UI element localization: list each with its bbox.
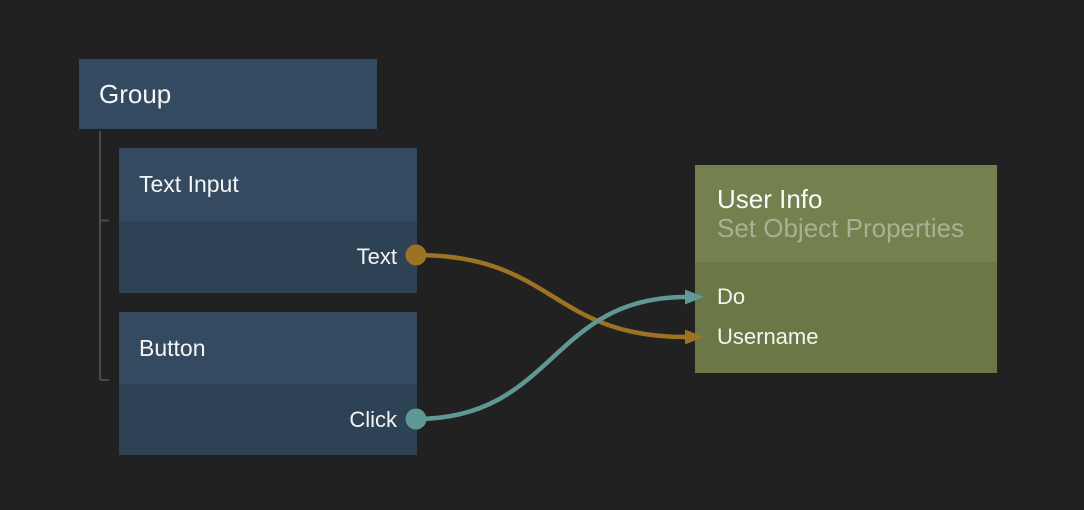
user-info-node-header: User Info Set Object Properties	[695, 165, 997, 262]
hierarchy-connector-line	[99, 131, 109, 381]
user-info-node-body: Do Username	[695, 262, 997, 373]
node-group[interactable]: Group	[79, 59, 377, 129]
do-input-port[interactable]: Do	[695, 277, 997, 317]
text-output-port[interactable]: Text	[119, 221, 417, 293]
button-node-title: Button	[139, 334, 206, 361]
text-input-node-title: Text Input	[139, 171, 239, 197]
text-output-port-label: Text	[356, 244, 397, 269]
node-button[interactable]: Button Click	[119, 312, 417, 455]
group-node-title: Group	[99, 78, 172, 109]
wire-click-to-do[interactable]	[415, 294, 687, 422]
node-text-input[interactable]: Text Input Text	[119, 148, 417, 293]
user-info-node-subtitle: Set Object Properties	[717, 213, 965, 243]
click-output-port[interactable]: Click	[119, 384, 417, 455]
username-input-port[interactable]: Username	[695, 317, 997, 357]
wire-text-to-username[interactable]	[415, 252, 687, 340]
click-output-port-label: Click	[349, 406, 397, 432]
text-input-node-header: Text Input	[119, 148, 417, 221]
group-node-header: Group	[79, 59, 377, 129]
do-input-port-label: Do	[717, 284, 746, 309]
node-user-info[interactable]: User Info Set Object Properties Do Usern…	[695, 165, 997, 373]
button-node-header: Button	[119, 312, 417, 384]
username-input-port-label: Username	[717, 324, 819, 349]
user-info-node-title: User Info	[717, 184, 823, 214]
